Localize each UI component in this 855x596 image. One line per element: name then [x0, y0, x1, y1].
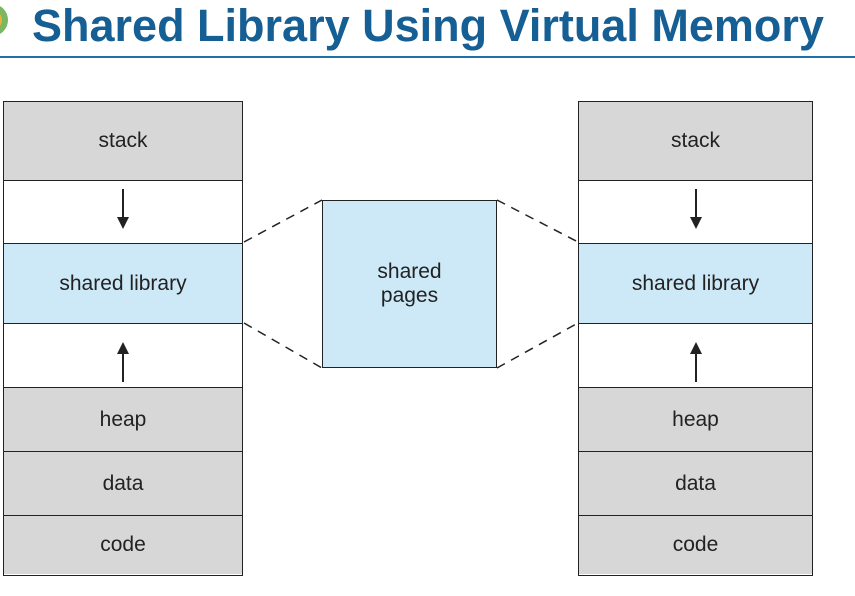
- arrow-up-icon: [117, 342, 129, 382]
- free-space-top: [4, 181, 242, 244]
- shared-library-segment: shared library: [4, 244, 242, 324]
- shared-pages-label-line1: shared: [377, 260, 442, 283]
- dashed-line-left-bottom: [243, 322, 323, 369]
- shared-pages-label-line2: pages: [380, 284, 439, 307]
- stack-segment: stack: [4, 102, 242, 181]
- shared-pages-box: shared pages: [322, 200, 497, 368]
- heap-segment: heap: [4, 388, 242, 452]
- heap-segment: heap: [579, 388, 812, 452]
- stack-segment: stack: [579, 102, 812, 181]
- arrow-down-icon: [117, 189, 129, 229]
- data-segment: data: [579, 452, 812, 516]
- free-space-bottom: [4, 324, 242, 388]
- code-segment: code: [4, 516, 242, 574]
- right-address-space: stack shared library heap data code: [578, 101, 813, 576]
- left-address-space: stack shared library heap data code: [3, 101, 243, 576]
- logo-icon: [0, 6, 8, 34]
- dashed-line-right-top: [496, 199, 579, 243]
- arrow-down-icon: [689, 189, 702, 229]
- arrow-up-icon: [689, 342, 702, 382]
- free-space-bottom: [579, 324, 812, 388]
- dashed-line-left-top: [243, 199, 323, 243]
- free-space-top: [579, 181, 812, 244]
- dashed-line-right-bottom: [496, 322, 579, 369]
- data-segment: data: [4, 452, 242, 516]
- title-divider: [0, 56, 855, 58]
- page-title: Shared Library Using Virtual Memory: [32, 0, 824, 51]
- code-segment: code: [579, 516, 812, 574]
- shared-library-segment: shared library: [579, 244, 812, 324]
